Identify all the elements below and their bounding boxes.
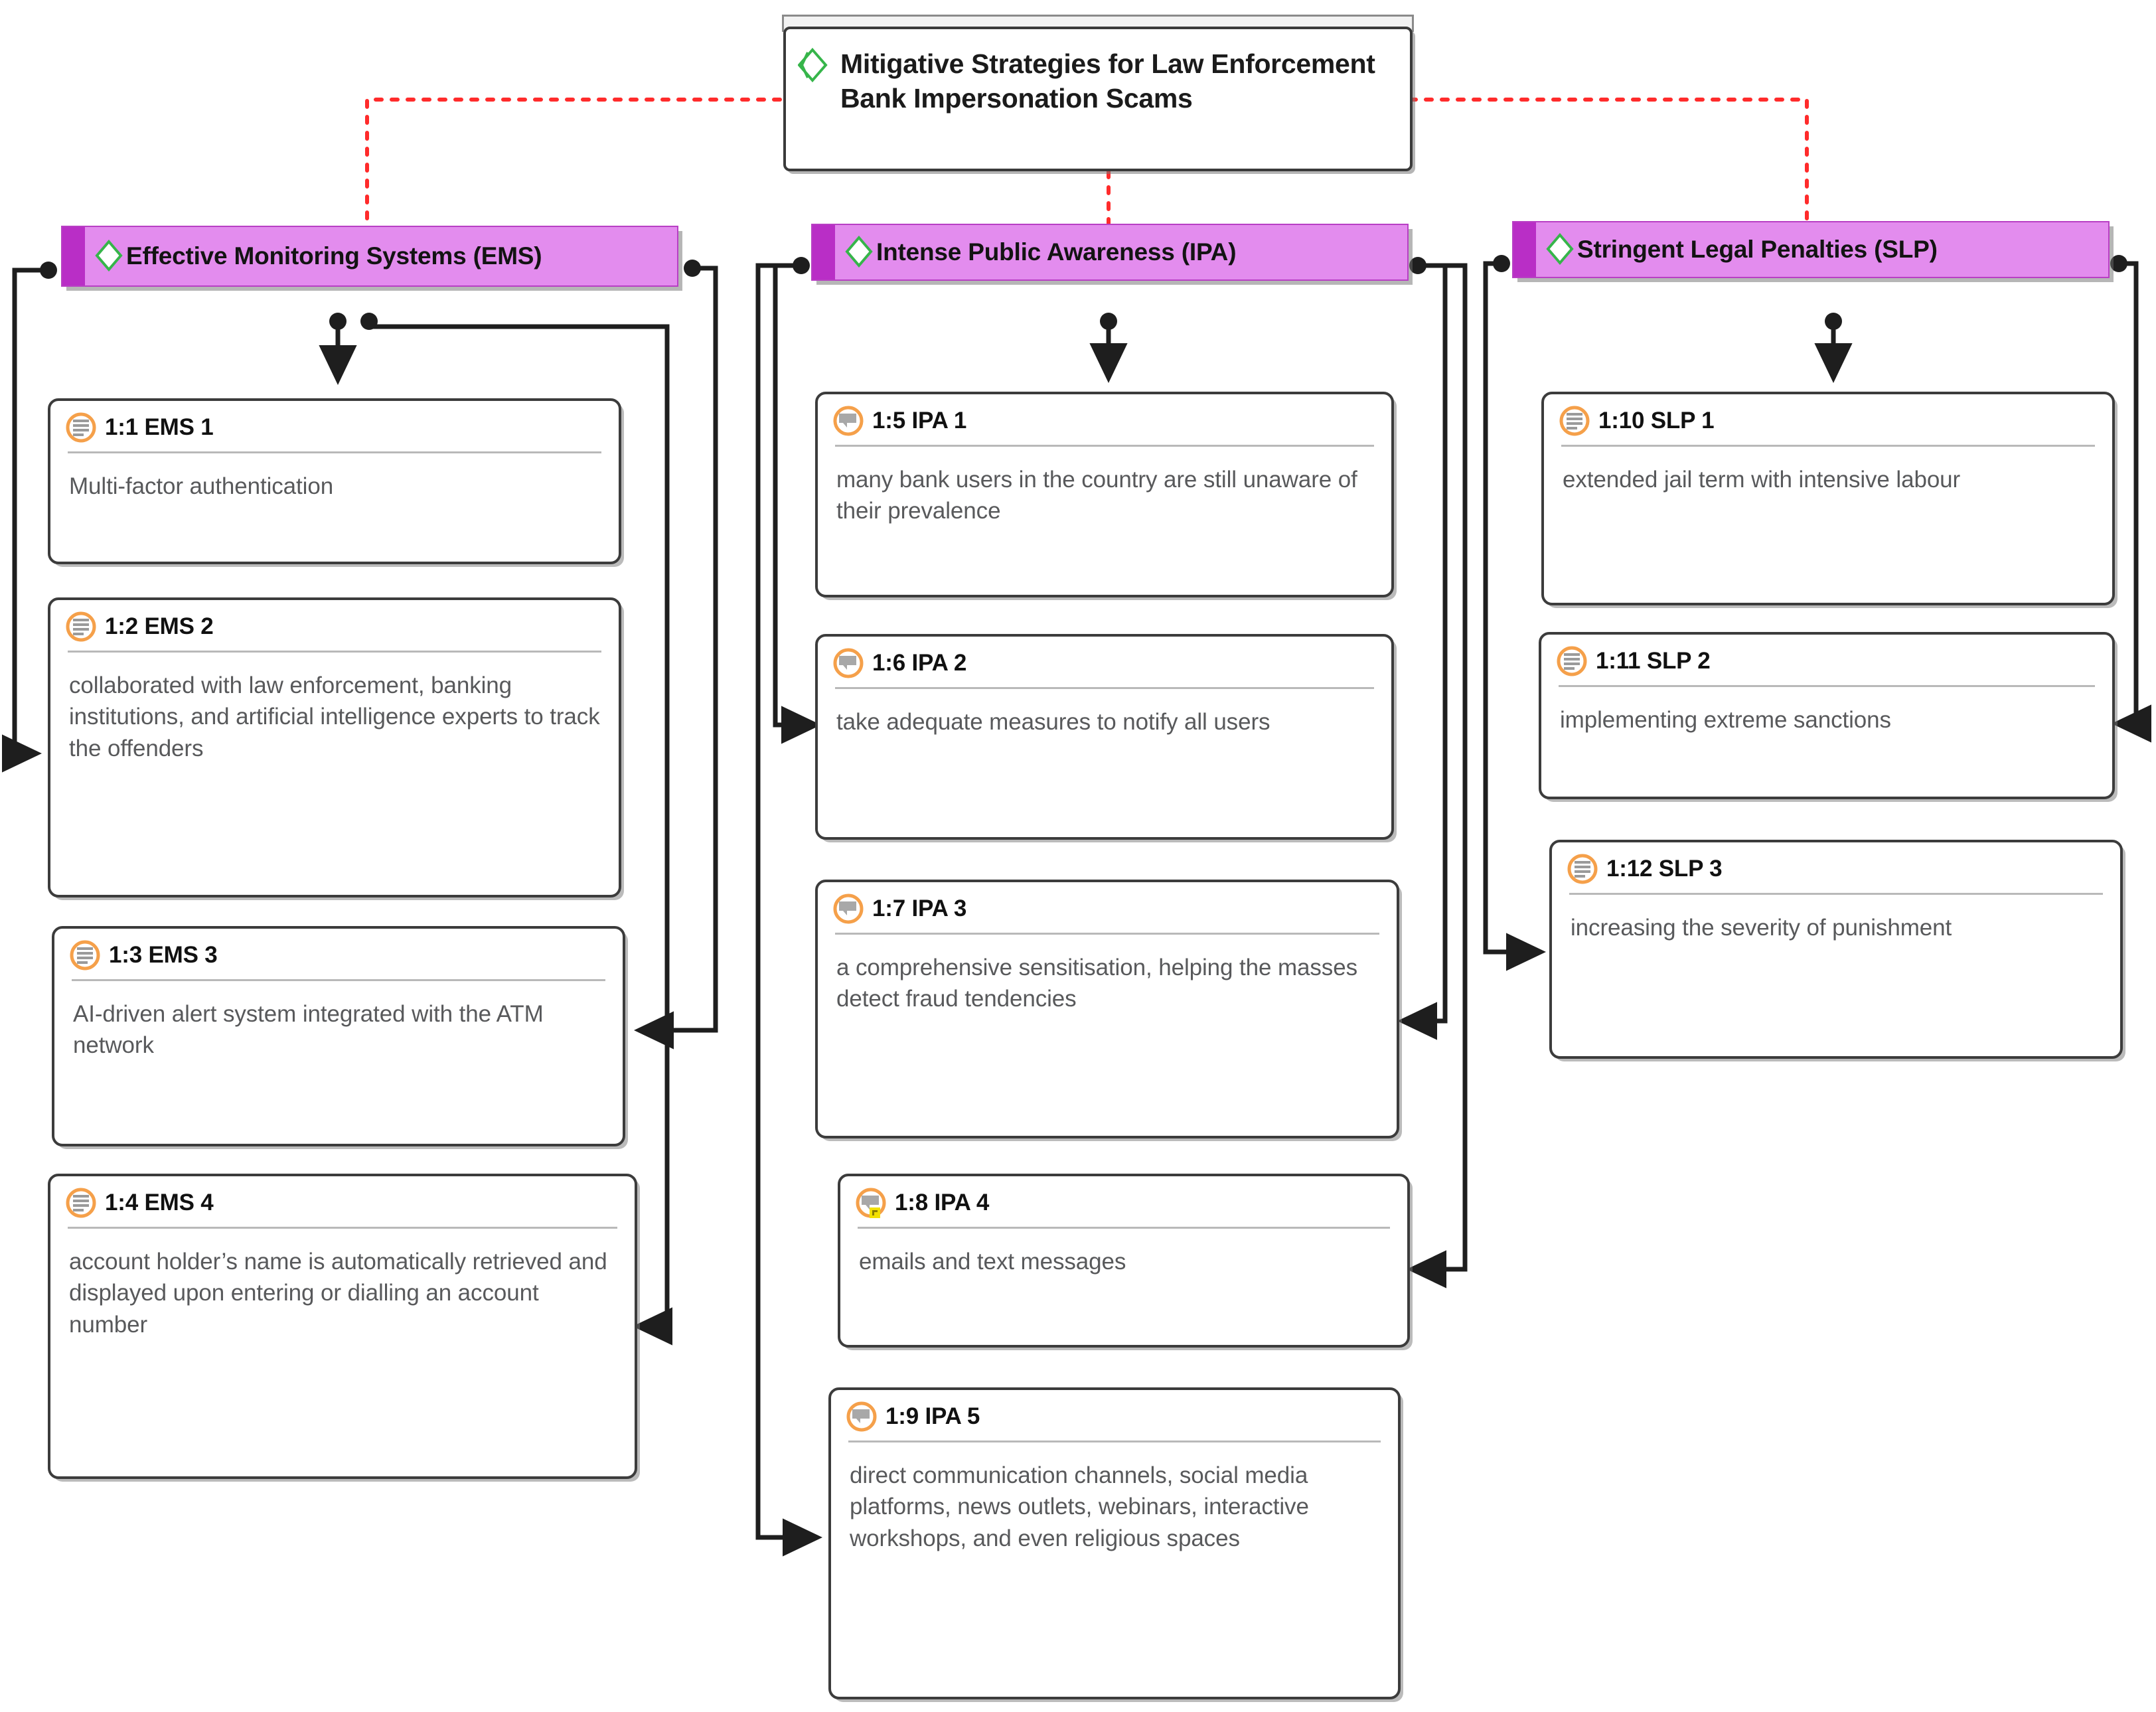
card-text: direct communication channels, social me… bbox=[850, 1462, 1309, 1551]
card-divider bbox=[835, 933, 1379, 935]
card-code: 1:11 SLP 2 bbox=[1596, 648, 1711, 674]
card-slp-3[interactable]: 1:12 SLP 3 increasing the severity of pu… bbox=[1549, 840, 2123, 1059]
card-code: 1:1 EMS 1 bbox=[105, 414, 214, 440]
card-divider bbox=[835, 687, 1374, 689]
category-label-ipa: Intense Public Awareness (IPA) bbox=[876, 238, 1237, 266]
card-slp-2[interactable]: 1:11 SLP 2 implementing extreme sanction… bbox=[1539, 632, 2115, 799]
card-ems-2[interactable]: 1:2 EMS 2 collaborated with law enforcem… bbox=[48, 597, 621, 897]
card-divider bbox=[835, 445, 1374, 447]
card-divider bbox=[858, 1227, 1390, 1229]
card-divider bbox=[72, 979, 605, 981]
document-lines-icon bbox=[1567, 853, 1598, 885]
card-ipa-2[interactable]: 1:6 IPA 2 take adequate measures to noti… bbox=[815, 634, 1394, 840]
card-text: increasing the severity of punishment bbox=[1571, 915, 1952, 941]
diamond-green-icon bbox=[844, 235, 874, 271]
root-node[interactable]: Mitigative Strategies for Law Enforcemen… bbox=[783, 27, 1413, 171]
card-code: 1:12 SLP 3 bbox=[1606, 856, 1723, 882]
card-divider bbox=[68, 451, 601, 453]
category-label-ems: Effective Monitoring Systems (EMS) bbox=[126, 242, 542, 270]
category-header-ipa[interactable]: Intense Public Awareness (IPA) bbox=[811, 224, 1409, 281]
quote-bubble-icon bbox=[832, 893, 864, 925]
category-label-slp: Stringent Legal Penalties (SLP) bbox=[1577, 236, 1938, 263]
card-ems-4[interactable]: 1:4 EMS 4 account holder’s name is autom… bbox=[48, 1174, 637, 1479]
quote-bubble-badge-icon bbox=[855, 1187, 887, 1219]
diamond-green-icon bbox=[94, 239, 123, 275]
diamond-green-icon bbox=[1545, 232, 1575, 268]
card-code: 1:5 IPA 1 bbox=[872, 408, 967, 433]
document-lines-icon bbox=[69, 939, 101, 971]
card-divider bbox=[68, 1227, 617, 1229]
category-stripe bbox=[812, 225, 835, 279]
card-divider bbox=[1559, 685, 2095, 687]
card-ems-1[interactable]: 1:1 EMS 1 Multi-factor authentication bbox=[48, 398, 621, 564]
card-code: 1:8 IPA 4 bbox=[895, 1190, 990, 1215]
card-text: implementing extreme sanctions bbox=[1560, 707, 1891, 733]
card-ipa-3[interactable]: 1:7 IPA 3 a comprehensive sensitisation,… bbox=[815, 880, 1399, 1138]
card-code: 1:3 EMS 3 bbox=[109, 942, 218, 968]
card-text: account holder’s name is automatically r… bbox=[69, 1249, 607, 1338]
category-header-slp[interactable]: Stringent Legal Penalties (SLP) bbox=[1512, 221, 2110, 278]
card-ems-3[interactable]: 1:3 EMS 3 AI-driven alert system integra… bbox=[52, 926, 625, 1146]
card-ipa-4[interactable]: 1:8 IPA 4 emails and text messages bbox=[838, 1174, 1410, 1348]
document-lines-icon bbox=[65, 611, 97, 643]
document-lines-icon bbox=[65, 1187, 97, 1219]
quote-bubble-icon bbox=[846, 1401, 878, 1433]
card-divider bbox=[1561, 445, 2095, 447]
root-node-title: Mitigative Strategies for Law Enforcemen… bbox=[840, 48, 1375, 114]
card-code: 1:6 IPA 2 bbox=[872, 650, 967, 676]
card-text: emails and text messages bbox=[859, 1249, 1126, 1275]
card-text: AI-driven alert system integrated with t… bbox=[73, 1001, 544, 1059]
card-code: 1:9 IPA 5 bbox=[886, 1403, 980, 1429]
card-text: extended jail term with intensive labour bbox=[1563, 467, 1961, 493]
card-divider bbox=[68, 651, 601, 653]
card-text: collaborated with law enforcement, banki… bbox=[69, 672, 600, 761]
card-code: 1:2 EMS 2 bbox=[105, 613, 214, 639]
card-text: Multi-factor authentication bbox=[69, 473, 334, 499]
document-lines-icon bbox=[1556, 645, 1588, 677]
card-text: a comprehensive sensitisation, helping t… bbox=[836, 955, 1357, 1012]
card-code: 1:7 IPA 3 bbox=[872, 895, 967, 921]
quote-bubble-icon bbox=[832, 647, 864, 679]
category-stripe bbox=[62, 227, 85, 285]
category-header-ems[interactable]: Effective Monitoring Systems (EMS) bbox=[61, 226, 678, 287]
quote-bubble-icon bbox=[832, 405, 864, 437]
card-ipa-5[interactable]: 1:9 IPA 5 direct communication channels,… bbox=[828, 1387, 1401, 1699]
document-lines-icon bbox=[65, 412, 97, 443]
card-divider bbox=[1569, 893, 2103, 895]
category-stripe bbox=[1513, 222, 1536, 277]
document-lines-icon bbox=[1559, 405, 1590, 437]
card-code: 1:10 SLP 1 bbox=[1598, 408, 1715, 433]
card-slp-1[interactable]: 1:10 SLP 1 extended jail term with inten… bbox=[1541, 392, 2115, 605]
card-ipa-1[interactable]: 1:5 IPA 1 many bank users in the country… bbox=[815, 392, 1394, 597]
card-divider bbox=[848, 1440, 1381, 1442]
card-text: many bank users in the country are still… bbox=[836, 467, 1357, 524]
diamond-green-icon bbox=[797, 47, 838, 86]
card-text: take adequate measures to notify all use… bbox=[836, 709, 1270, 735]
card-code: 1:4 EMS 4 bbox=[105, 1190, 214, 1215]
